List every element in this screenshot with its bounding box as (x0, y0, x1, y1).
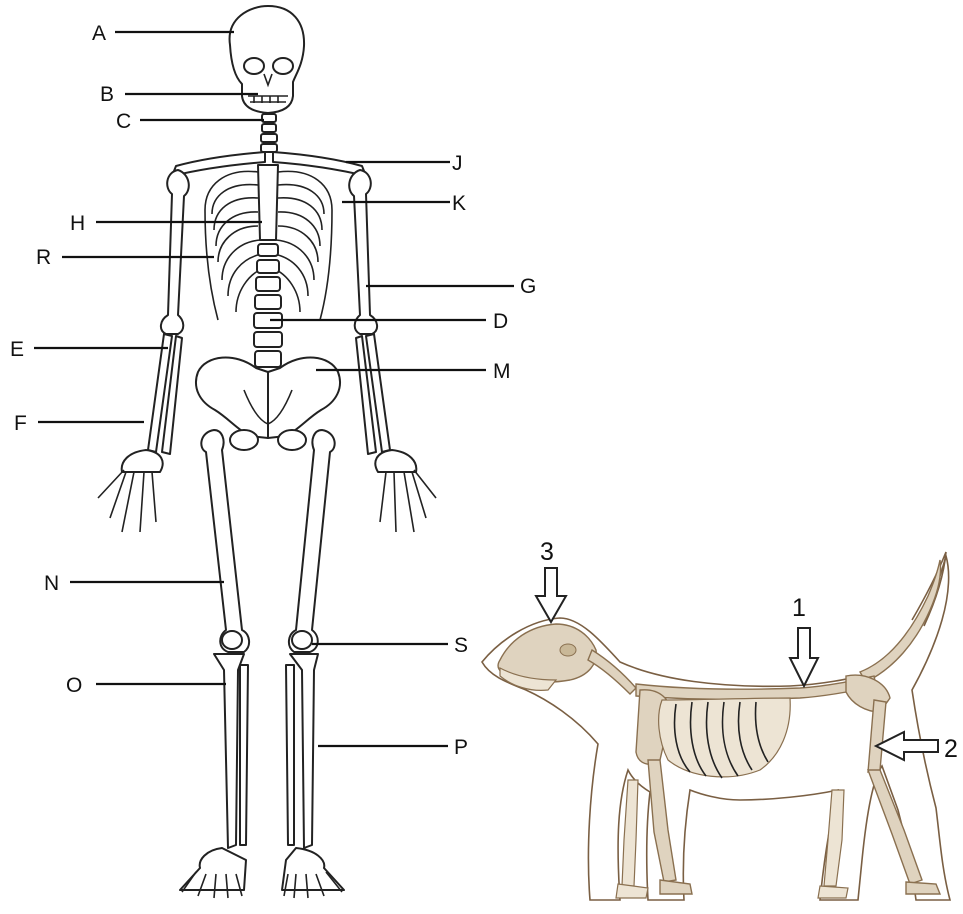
clavicle-right (273, 152, 366, 176)
patella-left (222, 631, 242, 649)
dog-hind-paw-near (906, 882, 940, 894)
left-arm (98, 170, 189, 532)
label-G: G (520, 275, 536, 298)
label-1: 1 (792, 594, 806, 622)
dog-front-paw-near (660, 880, 692, 894)
left-leg (180, 430, 249, 898)
dog-front-leg-near (648, 760, 676, 882)
label-R: R (36, 246, 51, 269)
dog-front-leg-far (622, 780, 638, 886)
label-A: A (92, 22, 106, 45)
dog-hind-leg-near (868, 770, 922, 884)
sternum (258, 165, 278, 240)
label-C: C (116, 110, 131, 133)
arrow-1 (790, 628, 818, 686)
human-skeleton (98, 6, 436, 898)
label-E: E (10, 338, 24, 361)
label-3: 3 (540, 538, 554, 566)
label-S: S (454, 634, 468, 657)
label-2: 2 (944, 735, 958, 763)
label-J: J (452, 152, 463, 175)
dog-hind-paw-far (818, 886, 848, 898)
skull (230, 6, 304, 113)
dog-tail-bones (860, 560, 941, 682)
label-K: K (452, 192, 466, 215)
dog-eye-orbit (560, 644, 576, 656)
dog-hind-leg-far (824, 790, 844, 886)
arrow-3 (536, 568, 566, 622)
arrow-2 (876, 732, 938, 760)
label-B: B (100, 83, 114, 106)
label-F: F (14, 412, 27, 435)
clavicle-left (172, 152, 265, 176)
right-arm (349, 170, 436, 532)
label-D: D (493, 310, 508, 333)
right-leg (282, 430, 344, 898)
dog-front-paw-far (616, 884, 648, 898)
lumbar-spine (254, 244, 282, 367)
label-H: H (70, 212, 85, 235)
dog-neck (588, 650, 636, 694)
label-O: O (66, 674, 82, 697)
label-M: M (493, 360, 511, 383)
patella-right (292, 631, 312, 649)
label-P: P (454, 736, 468, 759)
dog-ribcage (659, 698, 791, 777)
label-N: N (44, 572, 59, 595)
